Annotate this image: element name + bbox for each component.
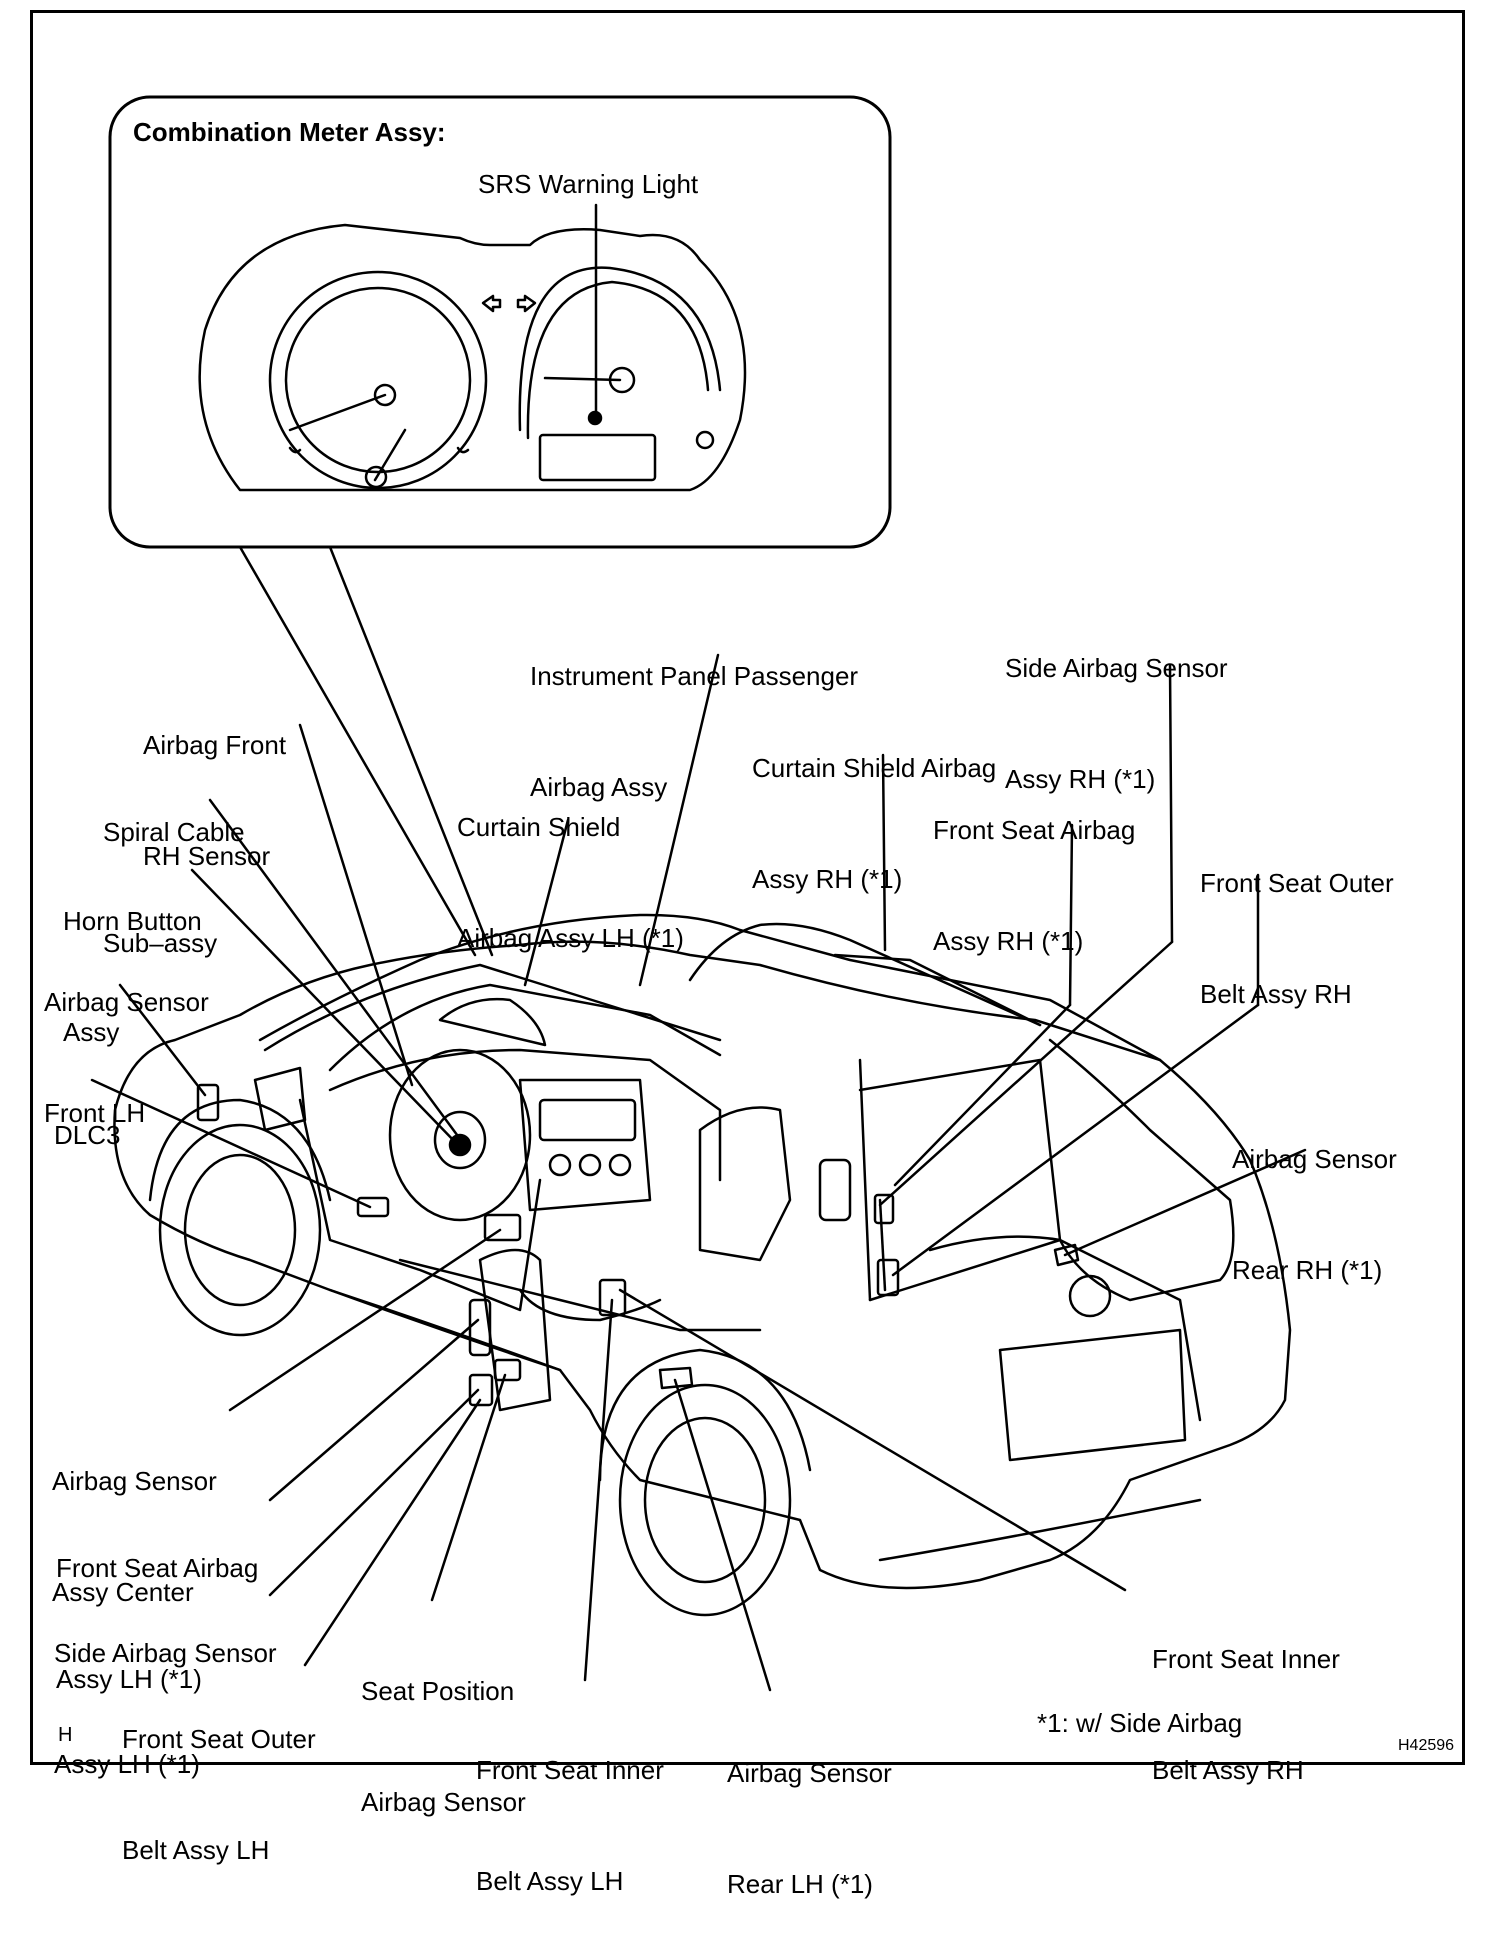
leader-front-lh-sensor [118,983,207,1097]
side-mirror [253,1066,307,1132]
label-spiral-cable: Spiral Cable Sub–assy [103,817,245,958]
inset-box [108,95,892,549]
label-front-seat-airbag-lh: Front Seat Airbag Assy LH (*1) [56,1553,259,1694]
label-front-seat-airbag-rh: Front Seat Airbag Assy RH (*1) [933,815,1136,956]
front-door-opening [298,1098,542,1312]
label-airbag-sensor-rear-lh: Airbag Sensor Rear LH (*1) [727,1758,892,1899]
steering-wheel [388,1048,532,1222]
passenger-seat [698,1106,792,1262]
inset-pointer-line-right [328,545,494,957]
curtain-airbag-rh [833,953,1042,1027]
label-horn-button: Horn Button Assy [63,906,202,1047]
car-body-outline [113,940,1292,1590]
roof-rail-right [688,922,1042,1027]
leader-side-sensor-rh [1168,663,1174,944]
front-seat-airbag-rh-part [818,1158,852,1222]
rear-lh-sensor-part [658,1366,694,1390]
label-airbag-sensor-front-lh: Airbag Sensor Front LH [44,987,209,1128]
rear-rh-sensor-part [1053,1243,1080,1267]
leader-outer-belt-lh [303,1398,482,1667]
leader-horn-button [190,868,460,1147]
leader-rear-rh-sensor [1063,1148,1307,1257]
side-sill [328,1288,562,1372]
windshield [328,983,722,1072]
license-plate [998,1328,1187,1462]
front-wheel-arch [148,1098,332,1202]
leader-passenger-airbag [638,653,720,987]
label-airbag-front-rh-sensor: Airbag Front RH Sensor [143,730,287,871]
srs-warning-light-label: SRS Warning Light [478,169,699,199]
b-pillar [858,1058,872,1302]
leader-sensor-center [228,1228,502,1412]
inset-pointer-line-left [238,545,477,957]
wire-harness [518,1288,662,1322]
label-front-seat-inner-belt-rh: Front Seat Inner Belt Assy RH [1152,1644,1340,1785]
label-airbag-sensor-rear-rh: Airbag Sensor Rear RH (*1) [1232,1144,1397,1285]
rear-lamp [1068,1274,1112,1318]
label-side-airbag-sensor-rh: Side Airbag Sensor Assy RH (*1) [1005,653,1228,794]
airbag-component-diagram [90,95,1307,1692]
leader-inner-belt-rh [618,1288,1127,1592]
leader-seat-airbag-lh [268,1318,480,1502]
figure-id: H42596 [1398,1737,1455,1754]
instrument-hood [438,998,547,1047]
label-front-seat-outer-belt-lh: Front Seat Outer Belt Assy LH [122,1724,316,1865]
label-front-seat-inner-belt-lh: Front Seat Inner Belt Assy LH [476,1755,664,1896]
front-lh-sensor-part [196,1083,220,1122]
belt-retractor-rh [878,1198,887,1292]
leader-side-sensor-lh [268,1388,480,1597]
leader-rear-lh-sensor [673,1378,772,1692]
footnote: *1: w/ Side Airbag [1037,1708,1243,1738]
label-curtain-shield-airbag-lh: Curtain Shield Airbag Assy LH (*1) [457,812,684,953]
combination-meter-inset [108,95,892,957]
label-instrument-panel-passenger-airbag: Instrument Panel Passenger Airbag Assy [530,661,859,802]
center-console [518,1078,652,1212]
rear-wheel-arch [598,1348,812,1482]
rear-wheel [618,1383,792,1617]
dashboard [328,1048,722,1182]
label-front-seat-outer-belt-rh: Front Seat Outer Belt Assy RH [1200,868,1394,1009]
roof-rail-left [263,963,722,1052]
label-side-airbag-sensor-lh: Side Airbag Sensor Assy LH (*1) [54,1638,277,1779]
label-curtain-shield-airbag-rh: Curtain Shield Airbag Assy RH (*1) [752,753,997,894]
leader-front-rh-sensor [298,723,414,1087]
inset-title: Combination Meter Assy: [133,117,446,147]
vehicle-line-drawing [113,913,1292,1617]
front-wheel [158,1123,322,1337]
leader-seat-airbag-rh [1068,823,1074,1007]
figure-frame [30,10,1465,1765]
rear-window [1048,1038,1235,1302]
leader-spiral-cable [208,798,465,1145]
leader-seat-position [430,1373,507,1602]
center-sensor-part [483,1213,522,1242]
leader-curtain-rh [881,753,887,952]
callout-leaders [90,653,1307,1692]
meter-cluster-drawing [198,203,747,492]
leader-dlc3 [90,1078,372,1209]
dlc3-part [356,1196,390,1218]
label-airbag-sensor-center: Airbag Sensor Assy Center [52,1466,217,1607]
label-dlc3: DLC3 [54,1120,121,1150]
leader-inner-belt-lh [583,1298,614,1682]
bumper-line [878,1498,1202,1562]
corner-mark: H [58,1724,73,1746]
rear-door [858,1058,1062,1302]
leader-curtain-lh [523,818,570,987]
driver-seat [478,1248,552,1412]
